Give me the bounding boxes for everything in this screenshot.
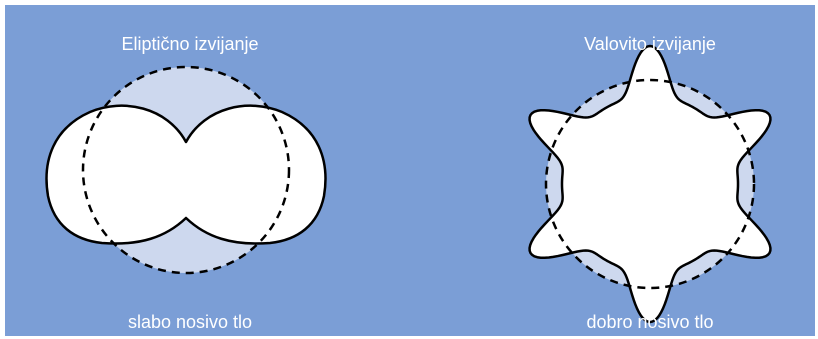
wavy-buckling-title: Valovito izvijanje [520,33,780,55]
elliptical-buckling-diagram [47,67,326,273]
good-soil-label: dobro nosivo tlo [520,311,780,333]
wavy-deformed-shape [530,46,771,322]
wavy-buckling-diagram [530,46,771,322]
weak-soil-label: slabo nosivo tlo [60,311,320,333]
elliptical-buckling-title: Eliptično izvijanje [60,33,320,55]
